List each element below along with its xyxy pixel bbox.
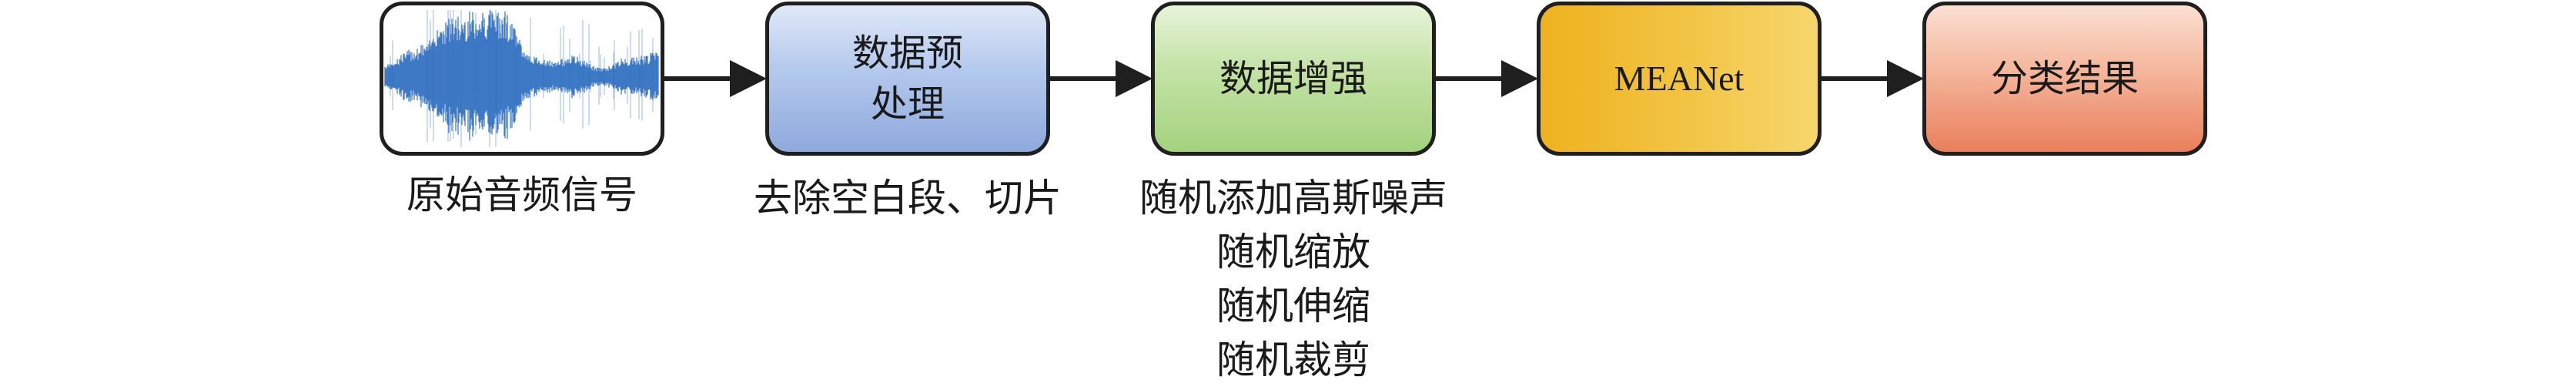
node-data-augmentation: 数据增强: [1151, 2, 1436, 156]
caption-augmentation: 随机添加高斯噪声 随机缩放 随机伸缩 随机裁剪: [1109, 171, 1478, 387]
node-classification-result: 分类结果: [1922, 2, 2207, 156]
caption-line-random-crop: 随机裁剪: [1216, 338, 1370, 382]
node-data-preprocessing: 数据预 处理: [765, 2, 1050, 156]
waveform-trace: [384, 10, 659, 147]
node-meanet-model: MEANet: [1537, 2, 1822, 156]
caption-line-gaussian-noise: 随机添加高斯噪声: [1139, 176, 1447, 220]
audio-waveform-icon: [384, 10, 659, 147]
node-label-result: 分类结果: [1990, 57, 2139, 100]
caption-raw-audio-signal: 原始音频信号: [380, 168, 664, 222]
caption-line-random-scale: 随机缩放: [1216, 230, 1370, 274]
caption-preprocessing: 去除空白段、切片: [719, 171, 1096, 225]
node-label-augment: 数据增强: [1219, 57, 1367, 100]
node-label-preprocess: 数据预 处理: [851, 32, 963, 126]
node-raw-audio-signal: [380, 2, 664, 156]
caption-line: 去除空白段、切片: [754, 176, 1062, 220]
caption-line: 原始音频信号: [406, 173, 637, 217]
caption-line-random-stretch: 随机伸缩: [1216, 284, 1370, 328]
node-label-model: MEANet: [1614, 59, 1745, 98]
